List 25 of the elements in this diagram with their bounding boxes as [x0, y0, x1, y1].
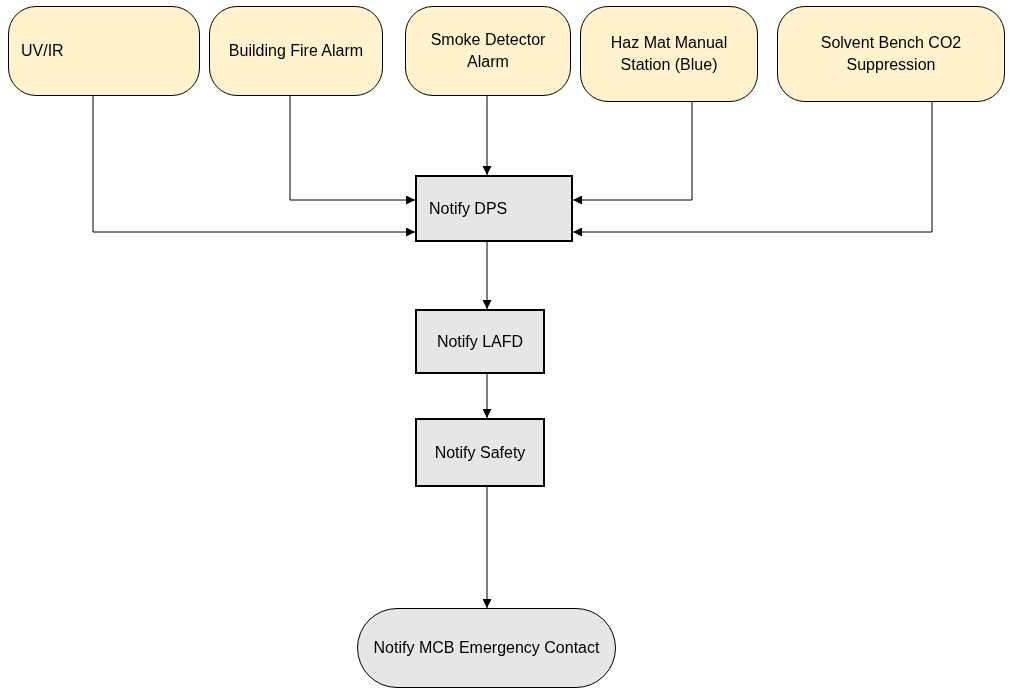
process-box	[415, 418, 545, 487]
trigger-box	[405, 6, 571, 96]
node-label: Haz Mat Manual Station (Blue)	[609, 33, 729, 75]
arrow	[289, 95, 416, 205]
arrow	[482, 241, 492, 310]
process-box	[415, 175, 573, 242]
node-label: Notify DPS	[429, 198, 508, 219]
arrow	[92, 95, 416, 237]
arrow	[482, 373, 492, 419]
trigger-box	[777, 6, 1005, 102]
process-box	[415, 309, 545, 374]
node-label: Notify Safety	[434, 442, 526, 463]
node-label: Solvent Bench CO2 Suppression	[819, 33, 963, 75]
arrow	[572, 101, 693, 205]
node-label: Notify LAFD	[436, 331, 524, 352]
arrow	[482, 486, 492, 609]
trigger-box	[209, 6, 383, 96]
node-label: Notify MCB Emergency Contact	[373, 638, 600, 659]
trigger-box	[8, 6, 200, 96]
trigger-box	[580, 6, 758, 102]
node-label: Building Fire Alarm	[228, 41, 364, 62]
node-label: Smoke Detector Alarm	[429, 30, 547, 72]
node-label: UV/IR	[21, 41, 64, 62]
arrow	[572, 101, 933, 237]
arrow	[482, 95, 492, 176]
